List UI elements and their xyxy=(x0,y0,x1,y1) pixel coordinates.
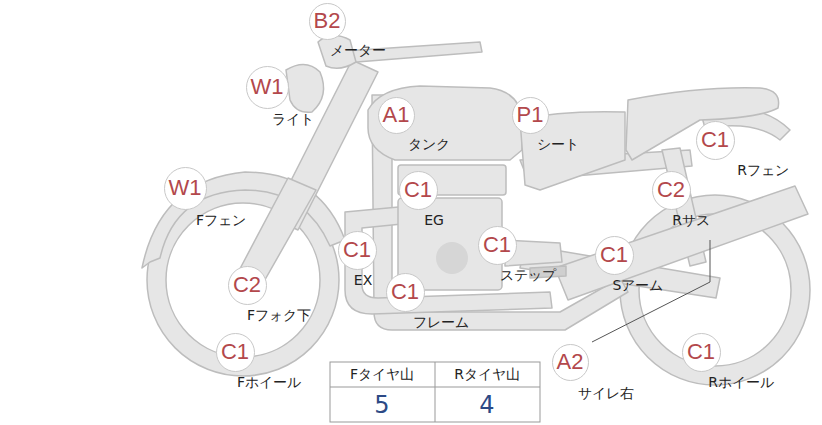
part-name: Rホイール xyxy=(708,375,774,390)
part-name: EX xyxy=(354,273,372,288)
engine-cover xyxy=(436,242,468,274)
part-name: タンク xyxy=(408,137,450,152)
headlight xyxy=(286,64,324,112)
part-name: Rサス xyxy=(672,213,710,228)
callout-circle: W1ライト xyxy=(246,66,289,109)
callout-code: C1 xyxy=(600,244,628,266)
callout-code: C1 xyxy=(221,341,249,363)
part-name: シート xyxy=(537,137,579,152)
fuel-tank xyxy=(368,86,522,160)
callout-circle: W1Fフェン xyxy=(164,167,207,210)
callout-code: A1 xyxy=(383,104,410,126)
callout-circle: A1タンク xyxy=(378,97,415,134)
callout-code: C2 xyxy=(233,274,261,296)
callout-code: B2 xyxy=(314,10,341,32)
part-name: Fフェン xyxy=(196,213,246,228)
callout-code: P1 xyxy=(517,104,544,126)
part-name: Fフォク下 xyxy=(247,308,311,323)
seat-rear xyxy=(626,88,779,160)
callout-code: W1 xyxy=(169,177,202,199)
callout-circle: C1EX xyxy=(338,231,377,270)
part-name: EG xyxy=(424,213,444,228)
callout-code: C2 xyxy=(657,179,685,201)
callout-circle: C1EG xyxy=(399,171,438,210)
part-name: ステップ xyxy=(500,268,556,283)
callout-circle: C1Rフェン xyxy=(696,121,735,160)
callout-circle: C1Sアーム xyxy=(595,236,634,275)
callout-code: A2 xyxy=(557,351,584,373)
part-name: Sアーム xyxy=(613,278,664,293)
callout-code: C1 xyxy=(701,129,729,151)
callout-circle: C1フレーム xyxy=(386,273,425,312)
part-name: フレーム xyxy=(413,315,469,330)
callout-circle: C2Rサス xyxy=(652,171,691,210)
callout-circle: C1Rホイール xyxy=(682,333,721,372)
callout-code: C1 xyxy=(343,239,371,261)
callout-circle: C1ステップ xyxy=(478,226,517,265)
callout-circle: C2Fフォク下 xyxy=(228,266,267,305)
callout-circle: P1シート xyxy=(512,97,549,134)
part-name: Rフェン xyxy=(737,163,789,178)
leader-line xyxy=(592,240,710,342)
part-name: Fホイール xyxy=(237,375,301,390)
callout-circle: B2メーター xyxy=(309,3,346,40)
table-value: 4 xyxy=(479,391,494,419)
table-header: Fタイヤ山 xyxy=(350,366,414,384)
callout-code: C1 xyxy=(483,234,511,256)
tire-table xyxy=(330,362,540,422)
callout-circle: A2サイレ右 xyxy=(552,344,589,381)
callout-code: C1 xyxy=(391,281,419,303)
table-header: Rタイヤ山 xyxy=(454,366,520,384)
callout-code: C1 xyxy=(687,341,715,363)
part-name: ライト xyxy=(272,112,314,127)
part-name: サイレ右 xyxy=(578,386,634,401)
callout-code: C1 xyxy=(404,179,432,201)
callout-code: W1 xyxy=(251,76,284,98)
table-value: 5 xyxy=(374,391,389,419)
part-name: メーター xyxy=(330,43,386,58)
callout-circle: C1Fホイール xyxy=(216,333,255,372)
